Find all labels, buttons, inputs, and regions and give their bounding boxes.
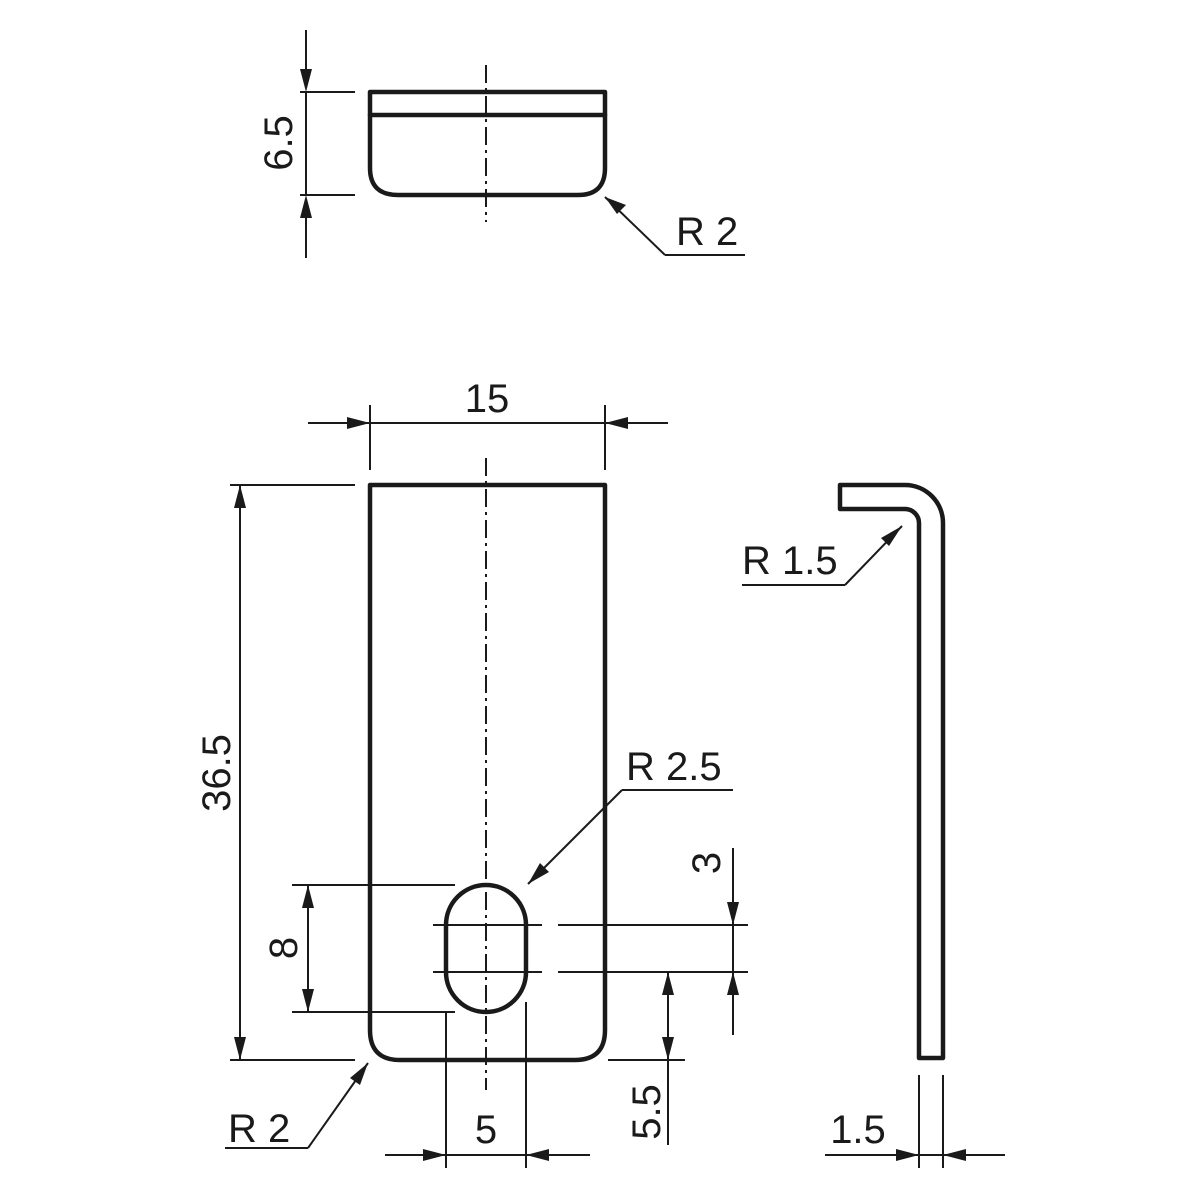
dim-slot-length: 8 (262, 884, 455, 1013)
leader-top-radius-label: R 2 (676, 210, 738, 254)
top-view: 6.5 R 2 (257, 30, 745, 258)
leader-bottom-radius-label: R 2 (228, 1107, 290, 1151)
dim-slot-width: 5 (385, 1002, 590, 1168)
dim-slot-offset-label: 5.5 (625, 1084, 669, 1140)
dim-thickness-label: 1.5 (830, 1108, 886, 1152)
leader-top-radius: R 2 (604, 196, 745, 256)
front-view-outline (367, 482, 608, 1063)
leader-bend-radius: R 1.5 (742, 525, 903, 586)
top-view-outline (367, 89, 608, 198)
leader-slot-radius-label: R 2.5 (626, 745, 722, 789)
side-view: R 1.5 1.5 (742, 482, 1005, 1168)
dim-slot-gap-label: 3 (685, 852, 729, 874)
side-view-outline (837, 482, 946, 1061)
dim-thickness: 1.5 (825, 1075, 1005, 1168)
dim-slot-gap: 3 (558, 848, 748, 1035)
dim-width: 15 (308, 377, 668, 470)
dim-top-height: 6.5 (257, 30, 355, 258)
dim-height-label: 36.5 (195, 734, 239, 812)
dim-slot-length-label: 8 (262, 937, 306, 959)
leader-bend-radius-label: R 1.5 (742, 539, 838, 583)
dim-height: 36.5 (195, 484, 355, 1061)
leader-slot-radius: R 2.5 (527, 745, 733, 885)
dim-slot-width-label: 5 (475, 1108, 497, 1152)
front-view: 15 36.5 8 R 2.5 (195, 377, 748, 1168)
dim-top-height-label: 6.5 (257, 115, 301, 171)
dim-slot-offset: 5.5 (608, 972, 685, 1145)
leader-bottom-radius: R 2 (225, 1062, 369, 1151)
dim-width-label: 15 (465, 377, 510, 421)
